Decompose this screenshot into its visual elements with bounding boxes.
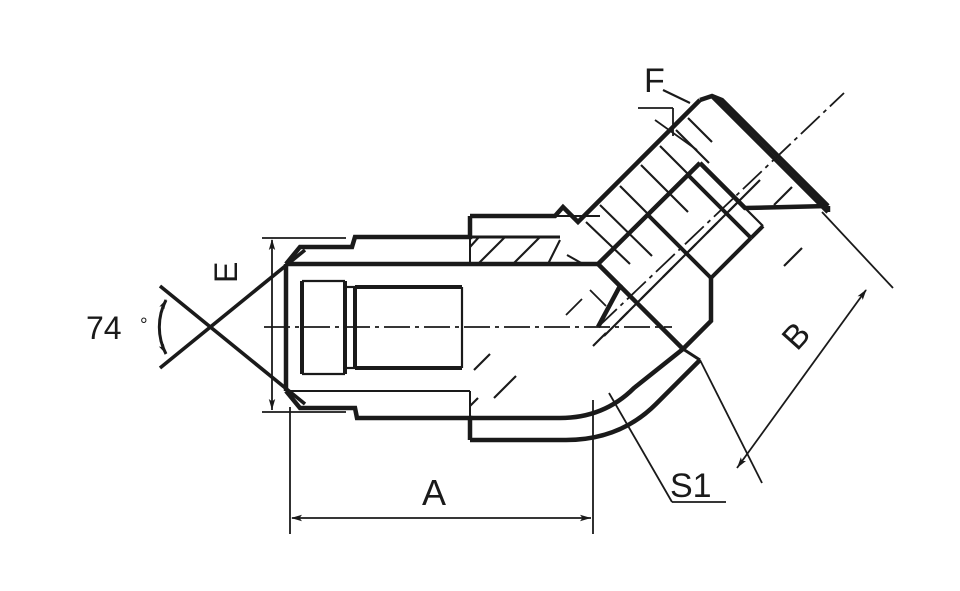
arm45-bore-line-a bbox=[646, 213, 713, 280]
centerlines-group bbox=[264, 92, 845, 328]
arm45-inner-line-b bbox=[686, 173, 753, 240]
arm45-step-a bbox=[686, 161, 702, 177]
dim-e-label: E bbox=[208, 262, 244, 283]
diagonal-centerline-45deg bbox=[597, 92, 845, 328]
arm45-hatch-ticks bbox=[662, 89, 803, 267]
arm45-bore-end-a bbox=[647, 174, 689, 216]
arm45-top-edge bbox=[710, 94, 830, 214]
section-hatching-upper bbox=[469, 117, 713, 265]
angle-arc bbox=[157, 299, 168, 355]
dim-b-extension-top bbox=[821, 211, 894, 289]
dim-b-line bbox=[736, 289, 867, 469]
dim-a-label: A bbox=[422, 472, 446, 513]
cone-chamfer-upper bbox=[284, 246, 302, 265]
centerline-cross-marks bbox=[565, 289, 607, 316]
arm45-step-b bbox=[749, 224, 765, 240]
elbow-curve-join bbox=[682, 347, 701, 362]
cone-line-lower bbox=[158, 248, 307, 370]
arm45-end-face-line bbox=[744, 204, 829, 210]
dim-f-label: F bbox=[644, 62, 665, 100]
arm45-chamfer bbox=[811, 189, 829, 207]
dimension-b-group bbox=[699, 211, 894, 484]
arm45-bore-end-b bbox=[709, 236, 753, 280]
angle-74-value: 74 bbox=[86, 310, 122, 346]
arm45-lower-step bbox=[681, 278, 714, 351]
dimension-s1-group bbox=[608, 392, 726, 503]
dim-s1-label: S1 bbox=[670, 467, 712, 505]
dim-s1-leader-diagonal bbox=[608, 392, 673, 503]
angle-74-group bbox=[157, 248, 307, 406]
dim-f-leader-diagonal bbox=[654, 119, 698, 151]
dimension-e-group bbox=[262, 237, 346, 413]
cone-chamfer-lower bbox=[284, 390, 302, 409]
elbow-outer-curve-outer bbox=[565, 358, 702, 443]
arm45-inner-line-a bbox=[699, 162, 764, 227]
dimension-a-group bbox=[289, 400, 594, 534]
elbow-outer-curve-inner bbox=[559, 347, 685, 421]
angle-degree-symbol: ° bbox=[140, 315, 148, 336]
section-hatching-lower-left bbox=[469, 353, 491, 407]
dimension-f-group bbox=[638, 107, 698, 151]
cone-line-upper bbox=[158, 284, 307, 406]
part-outline-group bbox=[283, 89, 831, 443]
section-hatching-lower bbox=[493, 179, 761, 399]
